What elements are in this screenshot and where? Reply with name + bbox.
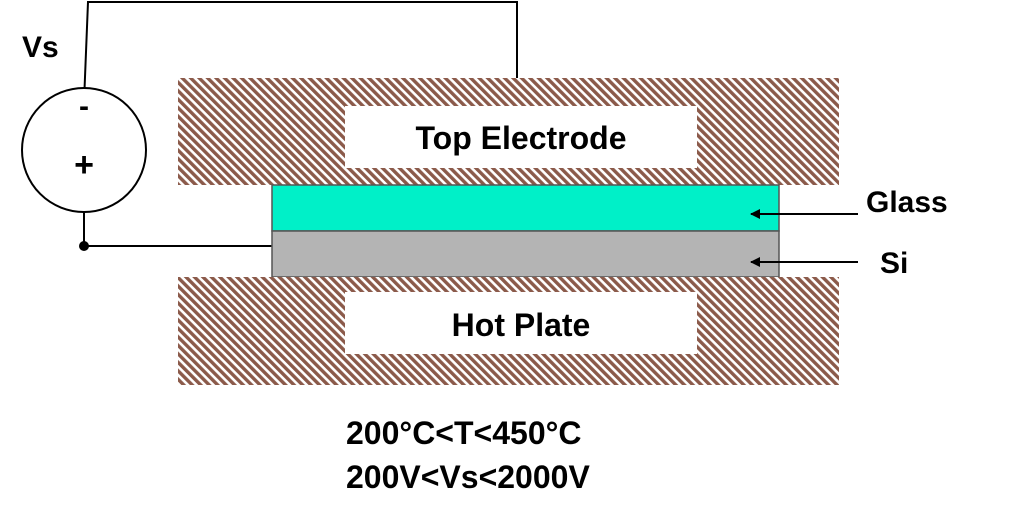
voltage-source: - + [21,87,147,213]
wire-source-to-top-electrode [83,1,518,103]
temperature-condition: 200°C<T<450°C [346,415,582,451]
voltage-source-label: Vs [22,31,59,64]
top-electrode-label-box [345,106,697,168]
silicon-label: Si [880,247,908,280]
silicon-layer [271,230,780,278]
hot-plate: Hot Plate [178,277,839,385]
voltage-source-plus: + [74,146,94,184]
wire-junction-dot [79,241,89,251]
voltage-condition: 200V<Vs<2000V [346,459,590,495]
voltage-source-minus: - [79,90,89,123]
voltage-source-circle [21,87,147,213]
hot-plate-label: Hot Plate [452,307,591,343]
glass-label: Glass [866,186,948,219]
top-electrode: Top Electrode [178,78,839,185]
hot-plate-label-box [345,292,697,354]
top-electrode-label: Top Electrode [416,120,627,156]
glass-layer [271,184,780,232]
